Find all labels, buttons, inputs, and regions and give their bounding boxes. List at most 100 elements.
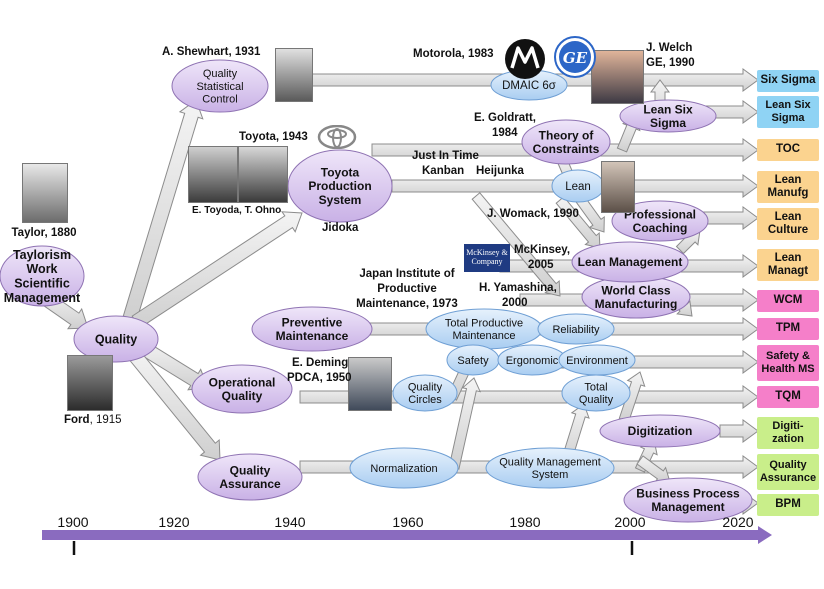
node-label: Assurance <box>219 477 281 491</box>
shewhart-photo <box>275 48 313 102</box>
node-label: World Class <box>601 283 670 297</box>
node-shape <box>561 374 631 412</box>
outcome-wcm: WCM <box>757 290 819 312</box>
node-label: Sigma <box>650 116 686 130</box>
node-shape <box>0 245 85 307</box>
toyota-1943-label: Toyota, 1943 <box>239 131 308 143</box>
node-shape <box>251 306 373 352</box>
taylor-photo <box>22 163 68 223</box>
node-label: System <box>532 469 569 481</box>
outcome-quality-assurance: Quality Assurance <box>757 454 819 490</box>
arrow-lean-leanmgmt <box>555 196 601 249</box>
node-label: Production <box>308 179 371 193</box>
shewhart-label: A. Shewhart, 1931 <box>162 46 261 58</box>
node-label: Reliability <box>552 324 600 336</box>
deming-label-1: E. Deming <box>292 357 349 369</box>
node-shape <box>73 315 159 363</box>
ge-logo-icon: GE <box>554 36 596 78</box>
node-shape <box>349 447 459 489</box>
node-lean: Lean <box>551 169 605 203</box>
node-normalization: Normalization <box>349 447 459 489</box>
node-quality: Quality <box>73 315 159 363</box>
outcome-six-sigma: Six Sigma <box>757 70 819 92</box>
yamashina-label-2: 2000 <box>502 297 528 309</box>
node-label: Coaching <box>633 221 688 235</box>
outcome-label: TQM <box>775 390 801 403</box>
node-label: Maintenance <box>453 330 516 342</box>
node-shape <box>191 364 293 414</box>
outcome-label: WCM <box>773 294 803 307</box>
outcome-tpm: TPM <box>757 318 819 340</box>
node-label: Quality <box>95 332 137 346</box>
outcome-label: TOC <box>775 143 801 156</box>
node-shape <box>485 447 615 489</box>
node-label: Quality <box>408 382 443 394</box>
node-shape <box>521 119 611 165</box>
node-label: Constraints <box>533 142 600 156</box>
mckinsey-logo: McKinsey & Company <box>464 244 510 272</box>
node-label: Taylorism <box>13 248 71 262</box>
node-label: Quality <box>203 68 238 80</box>
node-ergonomic: Ergonomic <box>497 344 567 376</box>
node-label: Quality Management <box>499 457 601 469</box>
mckinsey-label-1: McKinsey, <box>514 244 571 256</box>
toyoda-ohno-label: E. Toyoda, T. Ohno <box>192 205 282 216</box>
taylor-label: Taylor, 1880 <box>8 227 80 240</box>
womack-label: J. Womack, 1990 <box>487 208 579 220</box>
outcome-safety-health-ms: Safety & Health MS <box>757 345 819 381</box>
goldratt-label-2: 1984 <box>492 127 518 139</box>
outcome-label: TPM <box>775 322 801 335</box>
node-label: Operational <box>209 375 276 389</box>
ford-label: Ford, 1915 <box>64 414 122 427</box>
welch-label-2: GE, 1990 <box>646 57 695 69</box>
year-1980: 1980 <box>509 514 541 530</box>
outcome-toc: TOC <box>757 139 819 161</box>
node-label: Lean Six <box>643 102 693 116</box>
jit-label-2: Kanban <box>422 165 465 177</box>
node-label: Quality <box>222 389 263 403</box>
ford-photo <box>67 355 113 411</box>
arrow-tps-wcm <box>471 192 561 297</box>
node-label: Work <box>26 262 57 276</box>
node-shape <box>392 374 458 412</box>
outcome-lean-managt: Lean Managt <box>757 249 819 281</box>
node-shape <box>171 59 269 113</box>
node-label: Quality <box>230 463 271 477</box>
outcome-label: Safety & Health MS <box>761 350 815 375</box>
outcome-label: Lean Six Sigma <box>765 99 811 124</box>
deming-photo <box>348 357 392 411</box>
node-label: Ergonomic <box>506 355 559 367</box>
node-safety: Safety <box>446 344 500 376</box>
node-digitization: Digitization <box>599 414 721 448</box>
node-shape <box>619 99 717 133</box>
node-label: Quality <box>579 394 614 406</box>
node-shape <box>287 149 393 223</box>
jit-label-1: Just In Time <box>412 150 479 162</box>
svg-text:GE: GE <box>563 49 588 67</box>
jipm-label-3: Maintenance, 1973 <box>356 298 458 310</box>
node-label: Circles <box>408 394 442 406</box>
jidoka-label: Jidoka <box>322 222 359 234</box>
outcome-lean-culture: Lean Culture <box>757 208 819 240</box>
outcome-digiti-zation: Digiti-zation <box>757 417 819 449</box>
motorola-label: Motorola, 1983 <box>413 48 494 60</box>
outcome-label: Six Sigma <box>760 74 816 87</box>
year-1940: 1940 <box>274 514 306 530</box>
node-label: Scientific <box>14 277 70 291</box>
node-label: DMAIC 6σ <box>502 80 556 92</box>
ohno-photo <box>238 146 288 203</box>
node-reliability: Reliability <box>537 313 615 345</box>
jipm-label-1: Japan Institute of <box>359 268 455 280</box>
